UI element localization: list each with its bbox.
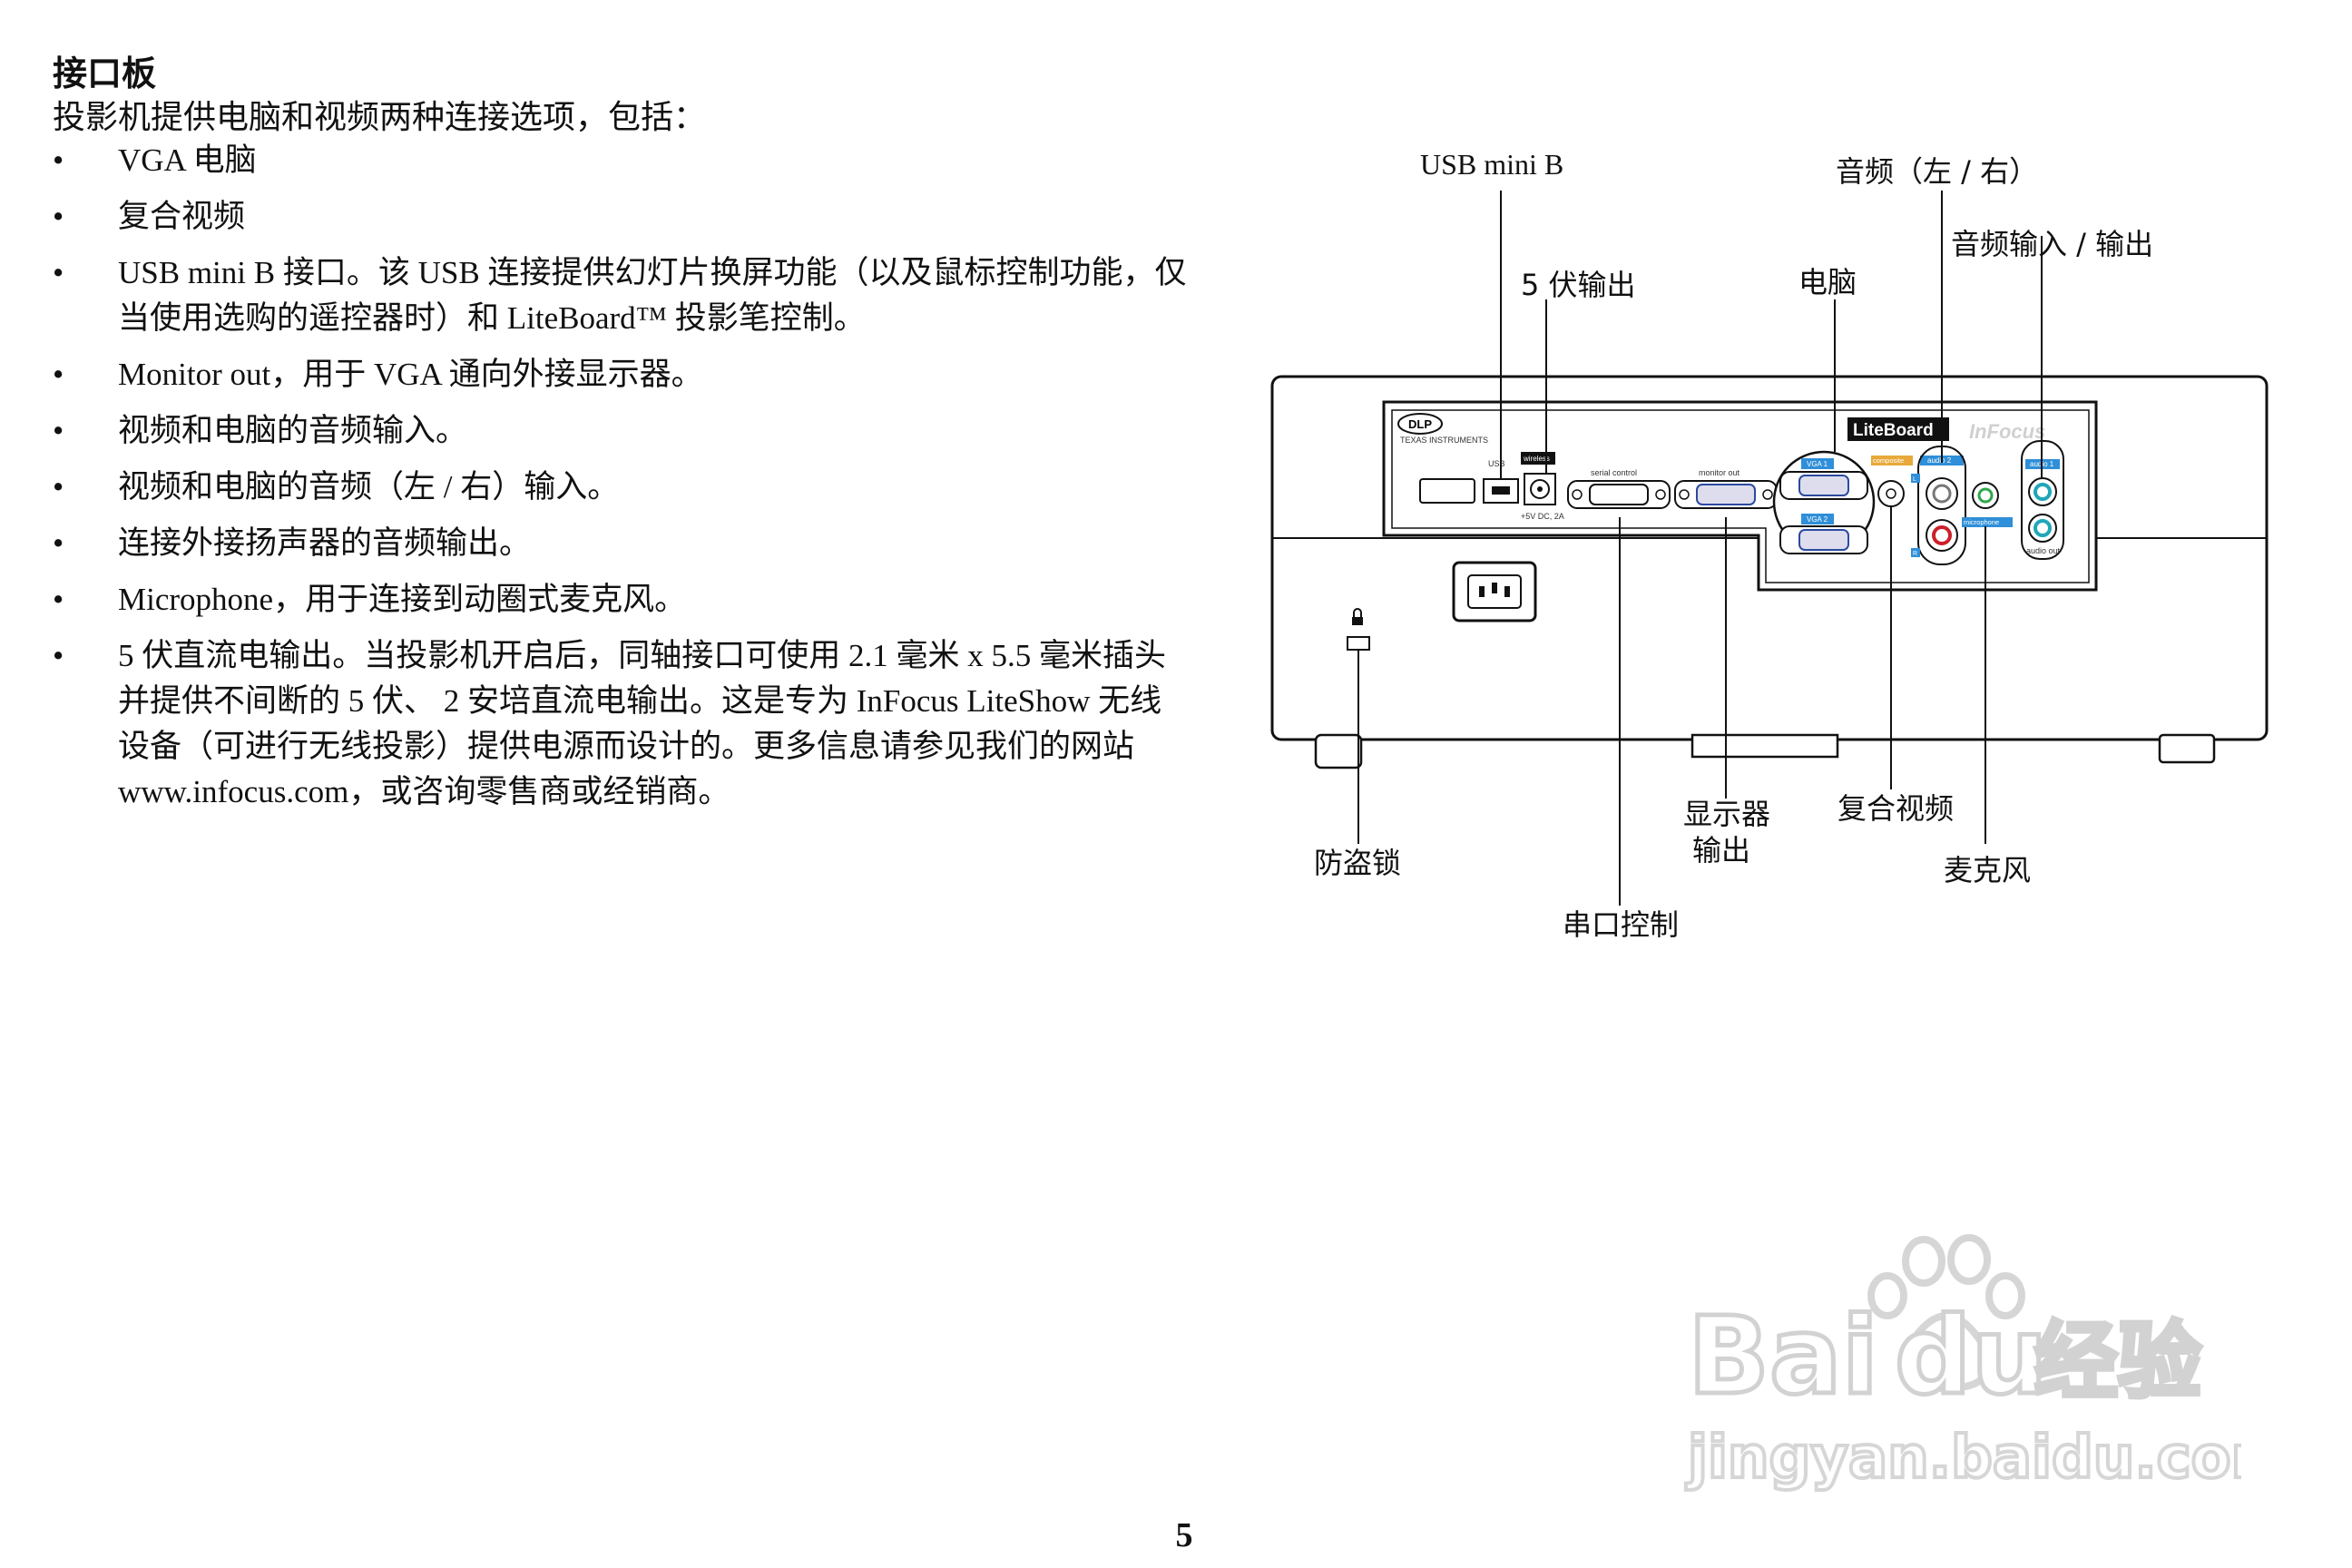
right-label: R bbox=[1913, 551, 1917, 557]
callout-computer: 电脑 bbox=[1798, 265, 1857, 299]
infocus-logo: InFocus bbox=[1969, 420, 2045, 443]
audio-out-label: audio out bbox=[2026, 546, 2061, 555]
list-item: • Microphone，用于连接到动圈式麦克风。 bbox=[53, 577, 1187, 622]
vga2-label: VGA 2 bbox=[1807, 515, 1828, 524]
vga1-label: VGA 1 bbox=[1807, 460, 1828, 468]
list-item-text: 视频和电脑的音频（左 / 右）输入。 bbox=[118, 469, 620, 505]
callout-security-lock: 防盗锁 bbox=[1314, 846, 1401, 880]
liteboard-badge-text: LiteBoard bbox=[1853, 421, 1934, 440]
watermark-brand-cn: 经验 bbox=[2034, 1313, 2201, 1410]
bullet-icon: • bbox=[53, 413, 64, 448]
list-item-text: 连接外接扬声器的音频输出。 bbox=[118, 525, 532, 561]
callout-composite-video: 复合视频 bbox=[1838, 791, 1954, 826]
list-item-text: 5 伏直流电输出。当投影机开启后，同轴接口可使用 2.1 毫米 x 5.5 毫米… bbox=[118, 638, 1167, 809]
projector-rear-diagram: DLP TEXAS INSTRUMENTS USB wireless +5V D… bbox=[1270, 148, 2269, 942]
watermark-url: jingyan.baidu.com bbox=[1685, 1425, 2241, 1492]
watermark-brand-du: du bbox=[1895, 1293, 2047, 1418]
list-item-text: Microphone，用于连接到动圈式麦克风。 bbox=[118, 582, 687, 617]
list-item: • Monitor out，用于 VGA 通向外接显示器。 bbox=[53, 352, 1187, 397]
callout-lines bbox=[1357, 191, 2043, 906]
texas-text: TEXAS INSTRUMENTS bbox=[1400, 436, 1488, 445]
list-item: • USB mini B 接口。该 USB 连接提供幻灯片换屏功能（以及鼠标控制功… bbox=[53, 250, 1187, 341]
list-item: • VGA 电脑 bbox=[53, 138, 1187, 183]
page-number: 5 bbox=[1175, 1516, 1193, 1554]
list-item-text: 视频和电脑的音频输入。 bbox=[118, 413, 468, 448]
serial-control-label: serial control bbox=[1591, 468, 1637, 477]
list-item-text: USB mini B 接口。该 USB 连接提供幻灯片换屏功能（以及鼠标控制功能… bbox=[118, 255, 1187, 336]
bullet-icon: • bbox=[53, 469, 64, 505]
callout-audio-lr: 音频（左 / 右） bbox=[1836, 154, 2038, 189]
list-item: • 连接外接扬声器的音频输出。 bbox=[53, 521, 1187, 566]
bullet-icon: • bbox=[53, 582, 64, 617]
list-item-text: 复合视频 bbox=[118, 199, 246, 234]
watermark-brand-bai: Bai bbox=[1688, 1293, 1878, 1418]
callout-usb-mini-b: USB mini B bbox=[1420, 148, 1563, 181]
callout-monitor-out-line1: 显示器 bbox=[1683, 797, 1770, 831]
list-item: • 视频和电脑的音频输入。 bbox=[53, 408, 1187, 454]
list-item: • 复合视频 bbox=[53, 194, 1187, 240]
bullet-icon: • bbox=[53, 357, 64, 392]
callout-5v-out: 5 伏输出 bbox=[1521, 268, 1636, 302]
bullet-icon: • bbox=[53, 255, 64, 290]
callout-monitor-out-line2: 输出 bbox=[1692, 833, 1750, 867]
list-item-text: Monitor out，用于 VGA 通向外接显示器。 bbox=[118, 357, 703, 392]
dlp-text: DLP bbox=[1408, 417, 1432, 431]
list-item: • 5 伏直流电输出。当投影机开启后，同轴接口可使用 2.1 毫米 x 5.5 毫… bbox=[53, 633, 1187, 815]
intro-text: 投影机提供电脑和视频两种连接选项，包括： bbox=[53, 99, 707, 136]
callout-audio-in-out: 音频输入 / 输出 bbox=[1951, 227, 2153, 261]
callout-microphone: 麦克风 bbox=[1944, 853, 2031, 887]
lock-icon bbox=[1352, 608, 1363, 625]
bullet-icon: • bbox=[53, 638, 64, 673]
list-item: • 视频和电脑的音频（左 / 右）输入。 bbox=[53, 465, 1187, 510]
audio2-label: audio 2 bbox=[1927, 456, 1952, 465]
paw-icon bbox=[1867, 1234, 2025, 1393]
dc-label: +5V DC, 2A bbox=[1521, 512, 1564, 521]
bullet-icon: • bbox=[53, 142, 64, 178]
bullet-icon: • bbox=[53, 199, 64, 234]
list-item-text: VGA 电脑 bbox=[118, 142, 257, 178]
monitor-out-label: monitor out bbox=[1699, 468, 1740, 477]
microphone-label: microphone bbox=[1964, 518, 1999, 526]
left-label: L bbox=[1913, 476, 1916, 483]
section-title: 接口板 bbox=[53, 54, 157, 93]
baidu-watermark: Bai du 经验 jingyan.baidu.com bbox=[1683, 1234, 2241, 1494]
dlp-logo: DLP TEXAS INSTRUMENTS bbox=[1397, 413, 1488, 445]
composite-label: composite bbox=[1873, 456, 1904, 465]
bullet-icon: • bbox=[53, 525, 64, 561]
connector-list: • VGA 电脑 • 复合视频 • USB mini B 接口。该 USB 连接提供幻… bbox=[53, 138, 1187, 826]
callout-serial-control: 串口控制 bbox=[1563, 907, 1679, 942]
wireless-badge-text: wireless bbox=[1523, 455, 1550, 463]
usb-label: USB bbox=[1488, 459, 1505, 468]
